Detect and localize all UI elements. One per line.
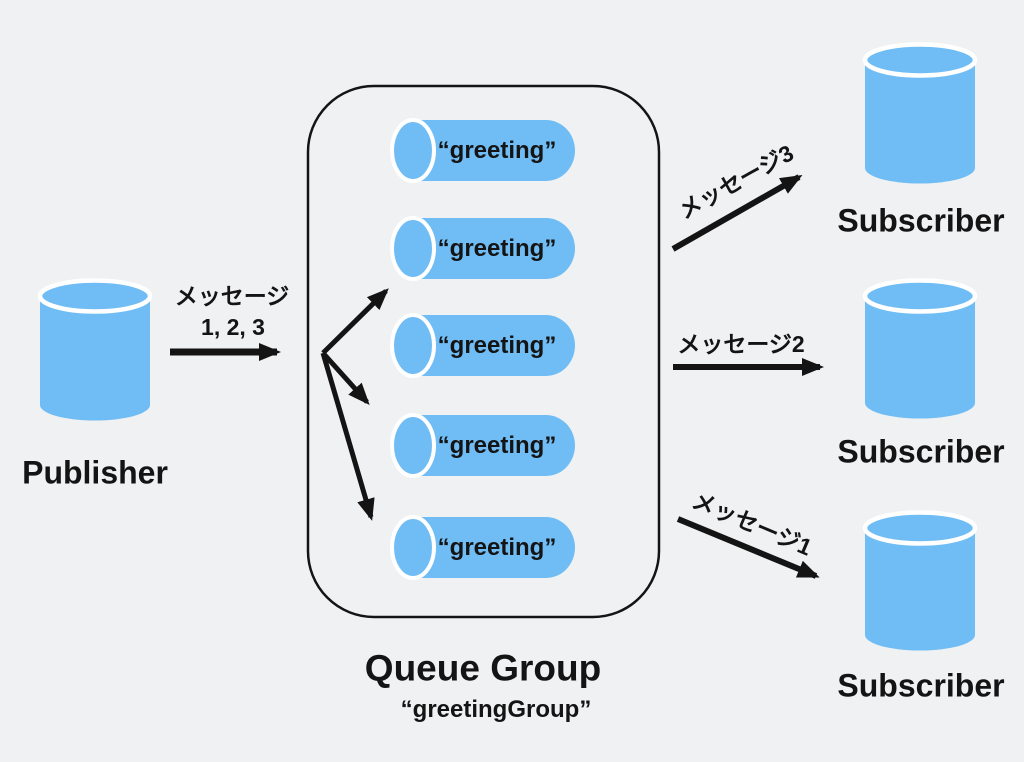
queue-group-title: Queue Group	[364, 647, 602, 689]
group-to-subscriber1-arrow	[671, 174, 803, 252]
subscriber3-label: Subscriber	[837, 667, 1005, 704]
subscriber1-cylinder-icon	[862, 42, 978, 184]
queue4-label: “greeting”	[437, 432, 557, 460]
subscriber1-label: Subscriber	[837, 202, 1005, 239]
queue1-label: “greeting”	[437, 137, 557, 165]
group-to-subscriber3-arrow	[676, 516, 820, 579]
outgoing-message2-label: メッセージ2	[677, 330, 805, 357]
incoming-message-label-line2: 1, 2, 3	[201, 313, 265, 340]
queue5-cylinder-icon	[390, 515, 575, 580]
subscriber2-label: Subscriber	[837, 433, 1005, 470]
queue1-cylinder-icon	[390, 118, 575, 183]
branch-arrow-queue5	[320, 352, 375, 521]
subscriber3-cylinder-icon	[862, 510, 978, 651]
queue-group-border	[306, 84, 661, 619]
queue-group-name: “greetingGroup”	[400, 696, 592, 724]
queue5-label: “greeting”	[437, 534, 557, 562]
queue3-label: “greeting”	[437, 332, 557, 360]
queue4-cylinder-icon	[390, 413, 575, 478]
publisher-label: Publisher	[22, 454, 168, 491]
queue2-cylinder-icon	[390, 216, 575, 281]
queue3-cylinder-icon	[390, 313, 575, 378]
incoming-message-label-line1: メッセージ	[174, 282, 290, 309]
publisher-cylinder-icon	[37, 278, 153, 421]
branch-arrow-queue4	[321, 351, 370, 405]
queue2-label: “greeting”	[437, 235, 557, 263]
branch-arrow-queue2	[321, 288, 389, 355]
subscriber2-cylinder-icon	[862, 278, 978, 419]
